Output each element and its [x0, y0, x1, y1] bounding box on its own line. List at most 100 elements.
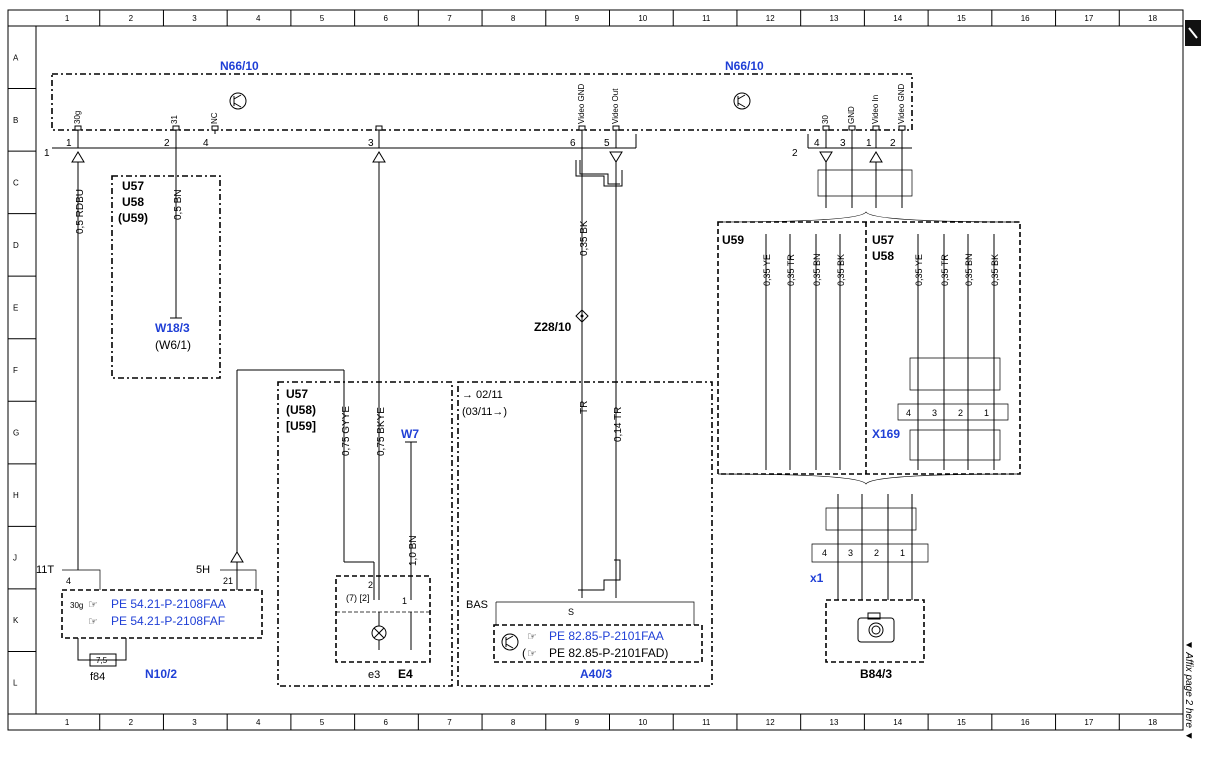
svg-text:S: S [568, 607, 574, 617]
svg-text:3: 3 [840, 138, 846, 149]
pin-label: Video GND [897, 83, 906, 124]
svg-text:1: 1 [900, 548, 905, 558]
grid-col-label: 17 [1084, 718, 1093, 727]
pin-label: Video Out [611, 88, 620, 124]
svg-text:7,5: 7,5 [96, 656, 108, 665]
svg-text:2: 2 [368, 580, 373, 590]
svg-text:4: 4 [203, 138, 209, 149]
lamp-icon [371, 612, 412, 650]
wire-label: 0,75 BKYE [376, 407, 387, 456]
x169-link[interactable]: X169 [872, 427, 900, 441]
pin-label: 30 [821, 115, 830, 124]
grid-col-label: 4 [256, 14, 261, 23]
transistor-icon [501, 633, 519, 651]
hand-icon: ☞ [88, 599, 98, 611]
wire-label: 1,0 BN [408, 535, 419, 566]
a40-link[interactable]: A40/3 [580, 667, 612, 681]
svg-text:e3: e3 [368, 669, 380, 681]
grid-col-label: 2 [129, 14, 134, 23]
svg-text:6: 6 [570, 138, 576, 149]
svg-text:(7) [2]: (7) [2] [346, 593, 370, 603]
grid-col-label: 10 [638, 718, 647, 727]
w7-link[interactable]: W7 [401, 427, 419, 441]
grid-row-label: L [13, 679, 18, 688]
page-corner-icon [1185, 20, 1201, 46]
splice-diamond-icon [575, 309, 589, 323]
svg-text:30g: 30g [70, 601, 83, 610]
grid-col-label: 11 [702, 718, 711, 727]
grid-row-label: A [13, 53, 19, 62]
grid-col-label: 15 [957, 718, 966, 727]
w6-label: (W6/1) [155, 338, 191, 352]
svg-text:[U59]: [U59] [286, 419, 316, 433]
svg-text:21: 21 [223, 576, 233, 586]
grid-col-label: 1 [65, 14, 70, 23]
grid-col-label: 8 [511, 14, 516, 23]
n66-right-label[interactable]: N66/10 [725, 59, 764, 73]
grid-col-label: 5 [320, 718, 325, 727]
grid-col-label: 6 [383, 718, 388, 727]
connector-number: 1 [44, 148, 50, 159]
affix-note: ▼ Affix page 2 here ▼ [1183, 640, 1194, 741]
svg-text:(: ( [522, 646, 526, 660]
grid-col-label: 3 [192, 718, 197, 727]
svg-text:0,35 BN: 0,35 BN [964, 253, 974, 286]
svg-text:2: 2 [890, 138, 896, 149]
svg-text:0,35 BK: 0,35 BK [836, 254, 846, 286]
hand-icon: ☞ [527, 631, 537, 643]
pe-link[interactable]: PE 54.21-P-2108FAA [111, 597, 226, 611]
e4-module [335, 575, 431, 663]
svg-text:5: 5 [604, 138, 610, 149]
svg-text:f84: f84 [90, 671, 105, 683]
wire-label: TR [579, 401, 590, 414]
grid-col-label: 11 [702, 14, 711, 23]
grid-col-label: 12 [766, 718, 775, 727]
b84-module [825, 599, 925, 663]
w18-link[interactable]: W18/3 [155, 321, 190, 335]
pin-label: GND [847, 106, 856, 124]
grid-col-label: 7 [447, 718, 452, 727]
pe-text: PE 82.85-P-2101FAD) [549, 646, 668, 660]
svg-text:0,35 TR: 0,35 TR [786, 254, 796, 286]
svg-text:0,35 YE: 0,35 YE [914, 254, 924, 286]
svg-text:E4: E4 [398, 667, 413, 681]
svg-text:(03/11→): (03/11→) [462, 406, 507, 418]
svg-text:2: 2 [874, 548, 879, 558]
grid-col-label: 1 [65, 718, 70, 727]
wire-label: 0,75 GYYE [341, 406, 352, 456]
grid-row-label: D [13, 241, 19, 250]
a40-box [457, 381, 713, 687]
svg-text:3: 3 [932, 408, 937, 418]
svg-text:1: 1 [984, 408, 989, 418]
pin-label: Video GND [577, 83, 586, 124]
diagram-frame [7, 9, 1184, 731]
svg-text:(U59): (U59) [118, 211, 148, 225]
pin-label: 30g [73, 111, 82, 124]
wire-label: 0,5 RDBU [75, 189, 86, 234]
n10-module [61, 589, 263, 639]
grid-row-label: B [13, 116, 18, 125]
fuse-icon [89, 653, 117, 667]
hand-icon: ☞ [88, 616, 98, 628]
grid-col-label: 18 [1148, 718, 1157, 727]
n66-left-label[interactable]: N66/10 [220, 59, 259, 73]
grid-row-label: F [13, 366, 18, 375]
hand-icon: ☞ [527, 648, 537, 660]
n10-link[interactable]: N10/2 [145, 667, 177, 681]
grid-col-label: 13 [830, 718, 839, 727]
pe-link[interactable]: PE 82.85-P-2101FAA [549, 629, 664, 643]
camera-icon [857, 612, 895, 643]
svg-text:1: 1 [402, 596, 407, 606]
grid-col-label: 14 [893, 14, 902, 23]
grid-col-label: 9 [575, 14, 580, 23]
grid-row-label: G [13, 429, 19, 438]
svg-text:4: 4 [814, 138, 820, 149]
svg-text:0,35 YE: 0,35 YE [762, 254, 772, 286]
x1-link[interactable]: x1 [810, 571, 824, 585]
grid-col-label: 5 [320, 14, 325, 23]
pe-link[interactable]: PE 54.21-P-2108FAF [111, 614, 225, 628]
grid-col-label: 9 [575, 718, 580, 727]
grid-col-label: 15 [957, 14, 966, 23]
svg-text:3: 3 [848, 548, 853, 558]
grid-col-label: 14 [893, 718, 902, 727]
